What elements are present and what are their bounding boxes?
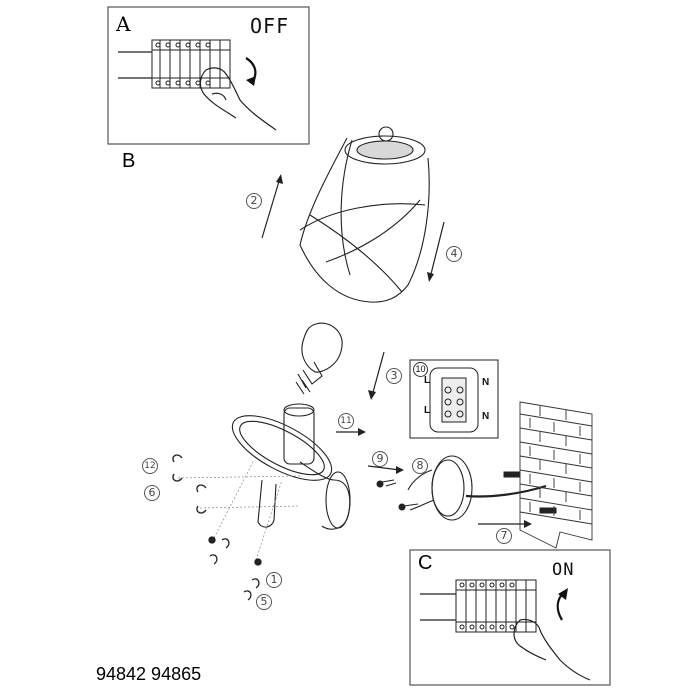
step-9: 9 — [372, 451, 388, 467]
screws-and-clips — [172, 454, 301, 601]
lantern-shade — [299, 126, 430, 303]
step-3: 3 — [386, 368, 402, 384]
step-12: 12 — [142, 458, 158, 474]
panel-a-frame — [107, 6, 310, 145]
step-7: 7 — [496, 528, 512, 544]
light-bulb — [295, 322, 343, 395]
panel-c-frame — [409, 549, 611, 686]
model-numbers: 94842 94865 — [96, 664, 202, 684]
step-8: 8 — [412, 458, 428, 474]
step-2: 2 — [246, 193, 262, 209]
arrow-step-2 — [261, 177, 281, 239]
wiring-label-l-bottom: L — [424, 405, 431, 416]
step-4: 4 — [446, 246, 462, 262]
panel-c-terminal-block — [455, 579, 537, 633]
wiring-label-l-top: L — [424, 375, 431, 386]
wiring-label-n-bottom: N — [482, 411, 490, 422]
brick-wall — [519, 401, 593, 549]
step-11: 11 — [338, 413, 354, 429]
wiring-inset — [409, 359, 499, 439]
panel-c-state: ON — [552, 560, 575, 580]
step-1: 1 — [266, 572, 282, 588]
step-5: 5 — [256, 594, 272, 610]
wiring-step-10: 10 — [413, 362, 428, 377]
panel-c-hand — [513, 618, 591, 681]
panel-a-cable — [118, 51, 152, 79]
panel-a-label: A — [116, 12, 131, 36]
lamp-fixture — [231, 403, 351, 530]
mounting-plate — [407, 455, 547, 521]
panel-a-state: OFF — [250, 14, 290, 38]
section-b-label: B — [122, 150, 136, 172]
step-6: 6 — [144, 485, 160, 501]
wall-screws — [376, 471, 557, 514]
panel-c-cable — [420, 593, 456, 621]
arrow-step-3 — [371, 351, 385, 397]
arrow-step-4 — [429, 221, 445, 279]
panel-c-label: C — [418, 552, 433, 574]
arrow-step-9 — [367, 465, 401, 471]
panel-a-hand — [199, 67, 277, 131]
panel-a-terminal-block — [151, 39, 231, 89]
wiring-label-n-top: N — [482, 377, 490, 388]
